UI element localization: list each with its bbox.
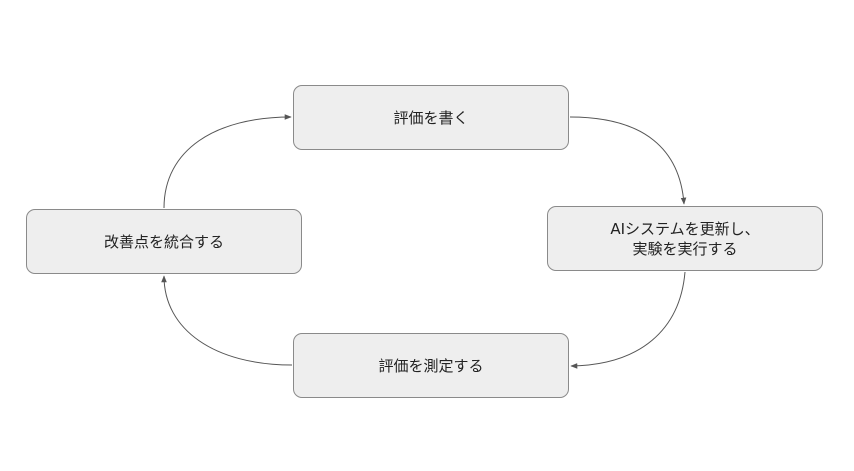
node-measure-evals: 評価を測定する <box>293 333 569 398</box>
edge-bottom-to-left <box>161 275 293 366</box>
node-update-system-label-line1: AIシステムを更新し、 <box>610 219 760 238</box>
node-write-evals-label: 評価を書く <box>393 108 469 127</box>
node-measure-evals-label: 評価を測定する <box>378 356 484 375</box>
edge-top-to-right <box>569 116 687 205</box>
edge-right-to-bottom <box>570 271 686 369</box>
node-update-system-run-experiments: AIシステムを更新し、 実験を実行する <box>547 206 823 271</box>
node-integrate-improvements-label: 改善点を統合する <box>103 232 224 251</box>
node-write-evals: 評価を書く <box>293 85 569 150</box>
node-update-system-label-line2: 実験を実行する <box>632 239 738 258</box>
edge-left-to-top <box>163 114 292 209</box>
node-integrate-improvements: 改善点を統合する <box>26 209 302 274</box>
